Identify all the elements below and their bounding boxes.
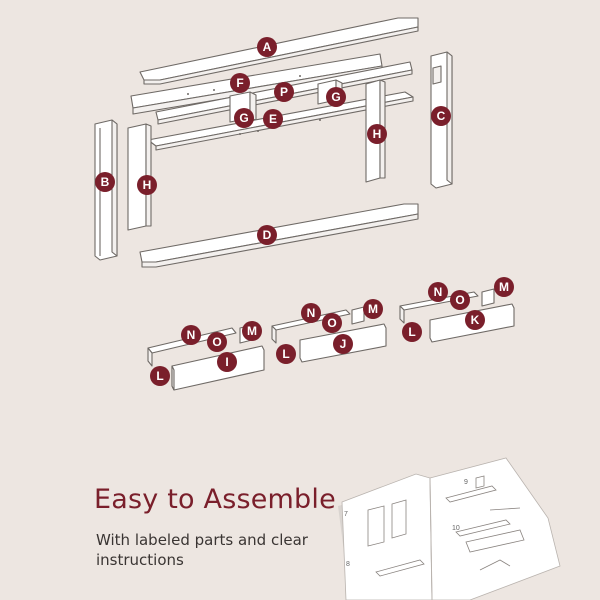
panel-a	[139, 17, 419, 85]
badge-p: P	[274, 82, 294, 102]
badge-m-3: M	[494, 277, 514, 297]
badge-i: I	[217, 352, 237, 372]
badge-o-2: O	[322, 313, 342, 333]
svg-text:N: N	[307, 306, 316, 320]
svg-text:A: A	[263, 40, 272, 54]
badge-h-right: H	[367, 124, 387, 144]
svg-text:O: O	[455, 293, 464, 307]
svg-text:N: N	[187, 328, 196, 342]
svg-text:F: F	[236, 76, 243, 90]
svg-text:M: M	[368, 302, 378, 316]
badge-g-right: G	[326, 87, 346, 107]
subline: With labeled parts and clear instruction…	[96, 531, 308, 569]
badge-l-2: L	[276, 344, 296, 364]
badge-o-1: O	[207, 332, 227, 352]
svg-text:H: H	[143, 178, 152, 192]
svg-text:O: O	[327, 316, 336, 330]
svg-text:K: K	[471, 313, 480, 327]
svg-text:G: G	[239, 111, 248, 125]
svg-text:M: M	[499, 280, 509, 294]
badge-c: C	[431, 106, 451, 126]
svg-text:8: 8	[346, 561, 350, 568]
badge-g-left: G	[234, 108, 254, 128]
svg-text:I: I	[225, 355, 228, 369]
svg-text:P: P	[280, 85, 288, 99]
svg-text:H: H	[373, 127, 382, 141]
svg-text:M: M	[247, 324, 257, 338]
badge-l-3: L	[402, 322, 422, 342]
svg-text:D: D	[263, 228, 272, 242]
badge-b: B	[95, 172, 115, 192]
svg-text:L: L	[408, 325, 415, 339]
svg-text:L: L	[156, 369, 163, 383]
headline: Easy to Assemble	[94, 484, 336, 515]
svg-text:7: 7	[344, 511, 348, 518]
badge-m-2: M	[363, 299, 383, 319]
badge-k: K	[465, 310, 485, 330]
svg-text:9: 9	[464, 479, 468, 486]
svg-text:E: E	[269, 112, 277, 126]
part-badges: A F P G G E H C B H D N O M I L N O M J …	[95, 37, 514, 386]
instruction-booklet: 7 9 10 8	[338, 457, 561, 600]
svg-text:B: B	[101, 175, 110, 189]
badge-e: E	[263, 109, 283, 129]
badge-h-left: H	[137, 175, 157, 195]
badge-m-1: M	[242, 321, 262, 341]
badge-o-3: O	[450, 290, 470, 310]
badge-j: J	[333, 334, 353, 354]
badge-l-1: L	[150, 366, 170, 386]
svg-text:C: C	[437, 109, 446, 123]
badge-d: D	[257, 225, 277, 245]
badge-f: F	[230, 73, 250, 93]
rail-f	[130, 53, 383, 115]
svg-text:J: J	[340, 337, 347, 351]
svg-text:N: N	[434, 285, 443, 299]
badge-n-3: N	[428, 282, 448, 302]
svg-text:10: 10	[452, 525, 460, 532]
badge-a: A	[257, 37, 277, 57]
badge-n-1: N	[181, 325, 201, 345]
shelf-d	[139, 203, 419, 268]
svg-text:G: G	[331, 90, 340, 104]
svg-text:L: L	[282, 347, 289, 361]
svg-text:O: O	[212, 335, 221, 349]
badge-n-2: N	[301, 303, 321, 323]
